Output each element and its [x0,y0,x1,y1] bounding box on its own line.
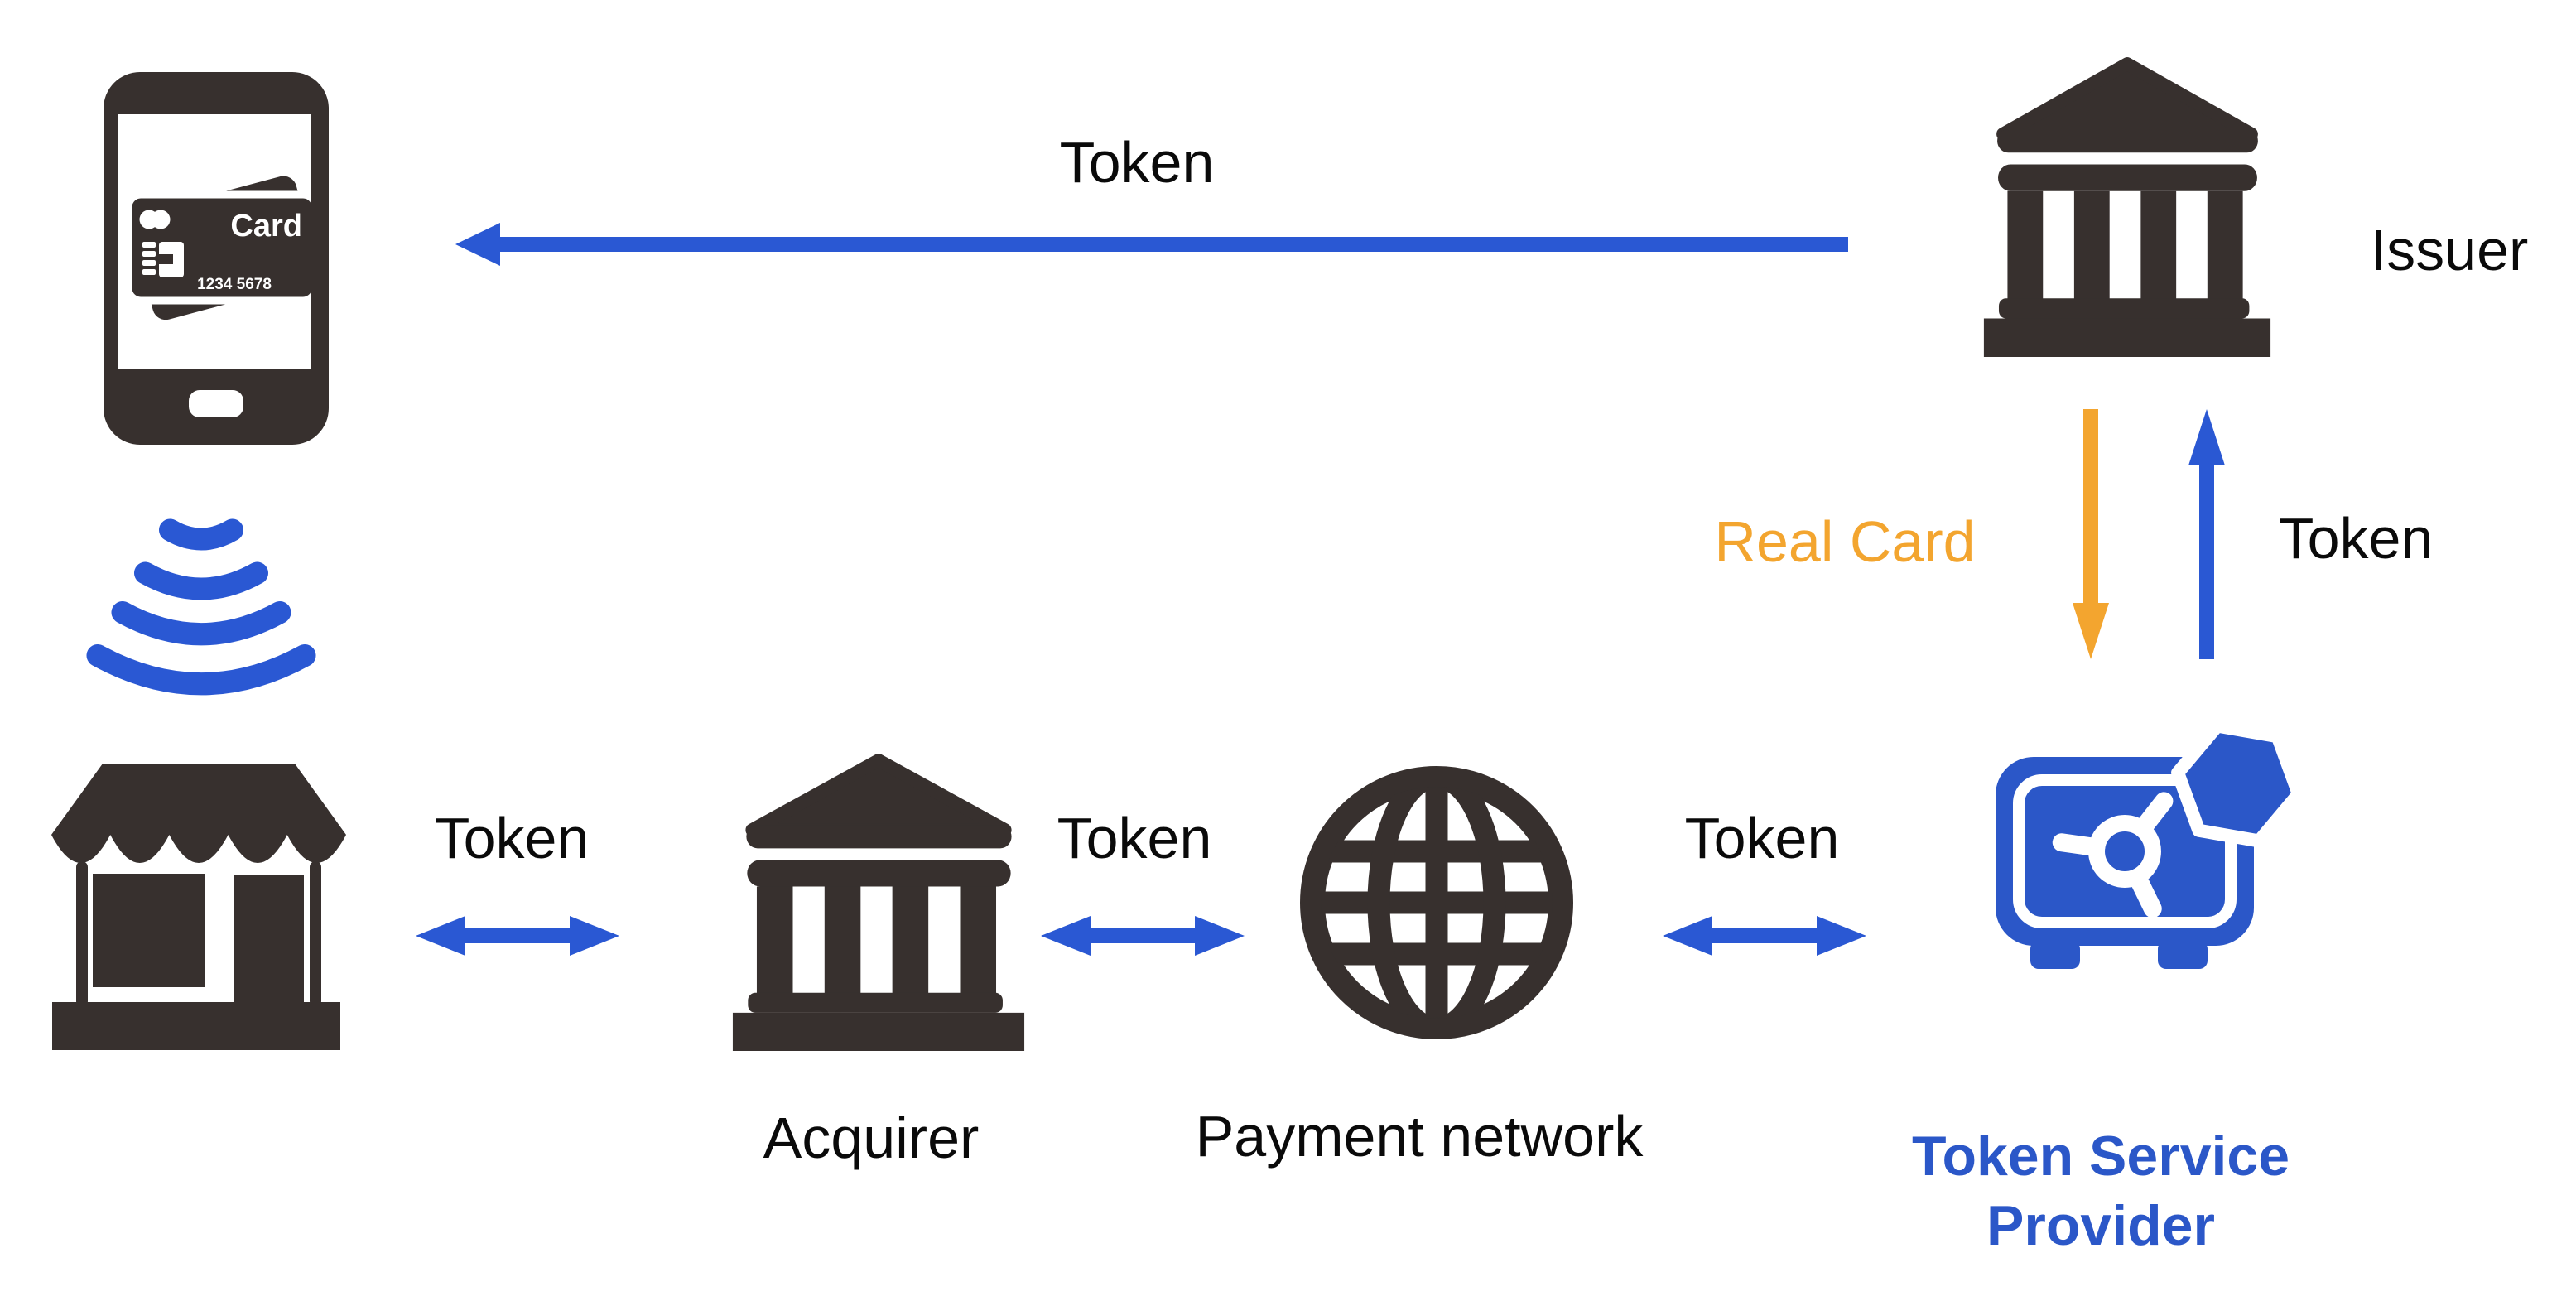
token-arrow-merchant-acquirer [416,916,619,956]
token-label-vertical: Token [2278,506,2434,571]
token-arrow-acquirer-network [1041,916,1245,956]
real-card-label: Real Card [1714,509,1976,574]
hexagon-badge-icon [2171,719,2305,848]
tsp-label-line1: Token Service [1911,1125,2290,1188]
acquirer-label: Acquirer [763,1106,980,1170]
token-label-top: Token [1059,130,1215,195]
issuer-label: Issuer [2370,218,2529,282]
real-card-arrow-down [2073,409,2109,659]
token-arrow-issuer-to-phone [455,223,1848,266]
store-icon [51,764,346,1050]
card-number-label: 1234 5678 [197,276,272,293]
token-label-acquirer-network: Token [1057,806,1212,870]
smartphone-card-icon: Card 1234 5678 [104,72,329,445]
vault-icon [1996,719,2305,969]
payment-network-label: Payment network [1195,1104,1644,1169]
contactless-waves-icon [86,518,316,696]
card-chip-icon [142,242,184,277]
tsp-label-line2: Provider [1986,1194,2215,1257]
token-arrow-up [2188,409,2225,659]
token-arrow-network-tsp [1663,916,1866,956]
card-brand-label: Card [230,209,302,243]
globe-icon [1300,766,1573,1039]
bank-icon-acquirer [732,754,1025,1051]
vault-dial-icon [2052,792,2174,918]
bank-icon-issuer [1983,57,2271,357]
token-label-merchant-acquirer: Token [434,806,590,870]
token-label-network-tsp: Token [1684,806,1840,870]
tsp-label: Token Service Provider [1912,1121,2290,1260]
